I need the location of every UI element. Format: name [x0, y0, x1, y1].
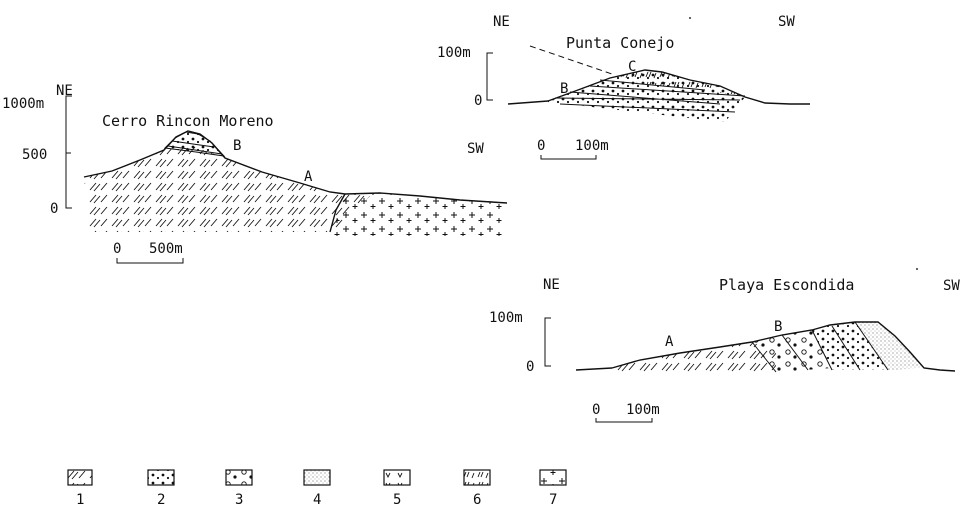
playa-title: Playa Escondida: [719, 276, 854, 294]
section-playa-escondida: NE Playa Escondida SW 100m 0 A B 0 100m: [489, 276, 960, 423]
cerro-y-tick-1000: 1000m: [2, 96, 44, 112]
punta-baseline: [507, 100, 549, 105]
legend-item-3: 3: [225, 469, 253, 508]
cerro-scale-distance: 500m: [149, 241, 183, 257]
legend-number-5: 5: [393, 492, 401, 508]
legend-number-6: 6: [473, 492, 481, 508]
playa-scale-distance: 100m: [626, 402, 660, 418]
punta-sw-label: SW: [778, 14, 795, 30]
cerro-y-tick-0: 0: [50, 201, 58, 217]
punta-topography: [547, 69, 810, 105]
playa-unit-2: [812, 322, 888, 370]
cerro-label-a: A: [304, 169, 313, 185]
punta-title: Punta Conejo: [566, 34, 674, 52]
legend-item-7: 7: [539, 469, 567, 508]
cerro-y-tick-500: 500: [22, 147, 47, 163]
legend-swatch-6: [463, 469, 491, 486]
punta-y-axis: 100m 0: [437, 45, 493, 109]
cerro-sw-label: SW: [467, 141, 484, 157]
legend: 1 2 3 4 5 6 7: [67, 469, 567, 508]
legend-item-6: 6: [463, 469, 491, 508]
cerro-ne-label: NE: [56, 83, 73, 99]
legend-number-4: 4: [313, 492, 321, 508]
playa-y-tick-100: 100m: [489, 310, 523, 326]
scan-speck: [916, 268, 918, 270]
legend-swatch-4: [303, 469, 331, 486]
scan-speck: [689, 17, 691, 19]
punta-scale-bar: 0 100m: [537, 138, 609, 160]
cerro-intrusive-contact: [329, 193, 346, 233]
cerro-title: Cerro Rincon Moreno: [102, 112, 274, 130]
playa-unit-4: [855, 322, 924, 370]
section-cerro-rincon-moreno: NE Cerro Rincon Moreno SW 1000m 500 0 B …: [2, 83, 508, 264]
playa-scale-zero: 0: [592, 402, 600, 418]
cerro-topography: [83, 130, 508, 204]
playa-scale-bar: 0 100m: [592, 402, 660, 423]
playa-y-tick-0: 0: [526, 359, 534, 375]
playa-label-a: A: [665, 334, 674, 350]
legend-swatch-1: [67, 469, 93, 486]
legend-number-7: 7: [549, 492, 557, 508]
legend-item-4: 4: [303, 469, 331, 508]
cerro-label-b: B: [233, 138, 241, 154]
punta-dashed-projection: [529, 45, 613, 75]
playa-y-axis: 100m 0: [489, 310, 551, 375]
punta-label-b: B: [560, 81, 568, 97]
playa-topography: [611, 321, 956, 372]
punta-upper-beds: [610, 70, 740, 95]
punta-scale-zero: 0: [537, 138, 545, 154]
punta-y-tick-0: 0: [474, 93, 482, 109]
legend-swatch-2: [147, 469, 175, 486]
playa-unit-1: [612, 342, 776, 372]
cerro-unit-1-basement: [84, 145, 370, 232]
playa-label-b: B: [774, 319, 782, 335]
legend-item-5: 5: [383, 469, 411, 508]
playa-baseline: [575, 367, 613, 371]
punta-scale-distance: 100m: [575, 138, 609, 154]
legend-number-2: 2: [157, 492, 165, 508]
section-punta-conejo: NE SW Punta Conejo 100m 0 B C 0 100m: [437, 14, 810, 160]
playa-unit-3: [752, 330, 832, 372]
legend-item-1: 1: [67, 469, 93, 508]
legend-number-1: 1: [76, 492, 84, 508]
legend-swatch-5: [383, 469, 411, 486]
legend-number-3: 3: [235, 492, 243, 508]
playa-sw-label: SW: [943, 278, 960, 294]
cerro-y-axis: 1000m 500 0: [2, 95, 72, 217]
legend-swatch-3: [225, 469, 253, 486]
cerro-unit-7-intrusive: [330, 193, 505, 236]
cerro-scale-zero: 0: [113, 241, 121, 257]
legend-swatch-7: [539, 469, 567, 486]
punta-ne-label: NE: [493, 14, 510, 30]
cerro-scale-bar: 0 500m: [113, 241, 184, 264]
punta-label-c: C: [628, 59, 636, 75]
legend-item-2: 2: [147, 469, 175, 508]
punta-y-tick-100: 100m: [437, 45, 471, 61]
playa-ne-label: NE: [543, 277, 560, 293]
